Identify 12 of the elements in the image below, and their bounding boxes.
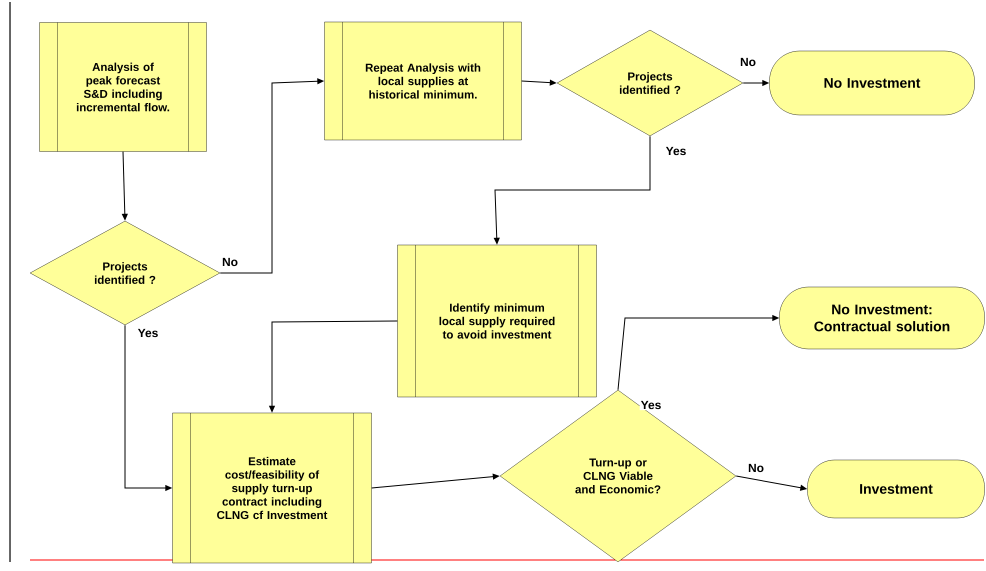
process-box: Estimate cost/feasibility of supply turn-up contract including CLNG cf Investment — [172, 412, 372, 564]
process-box: Identify minimum local supply required to avoid investment — [397, 244, 597, 398]
terminal-box: Investment — [807, 460, 985, 518]
edge-label: No — [221, 256, 239, 268]
edge-label: Yes — [640, 400, 662, 410]
process-box: Repeat Analysis with local supplies at historical minimum. — [324, 22, 522, 140]
edge-label: No — [747, 462, 765, 474]
process-box: Analysis of peak forecast S&D including incremental flow. — [39, 22, 207, 152]
edge-label: Yes — [136, 328, 160, 338]
terminal-box: No Investment — [769, 50, 975, 116]
terminal-box: No Investment: Contractual solution — [779, 286, 985, 350]
edge-label: Yes — [664, 146, 688, 156]
